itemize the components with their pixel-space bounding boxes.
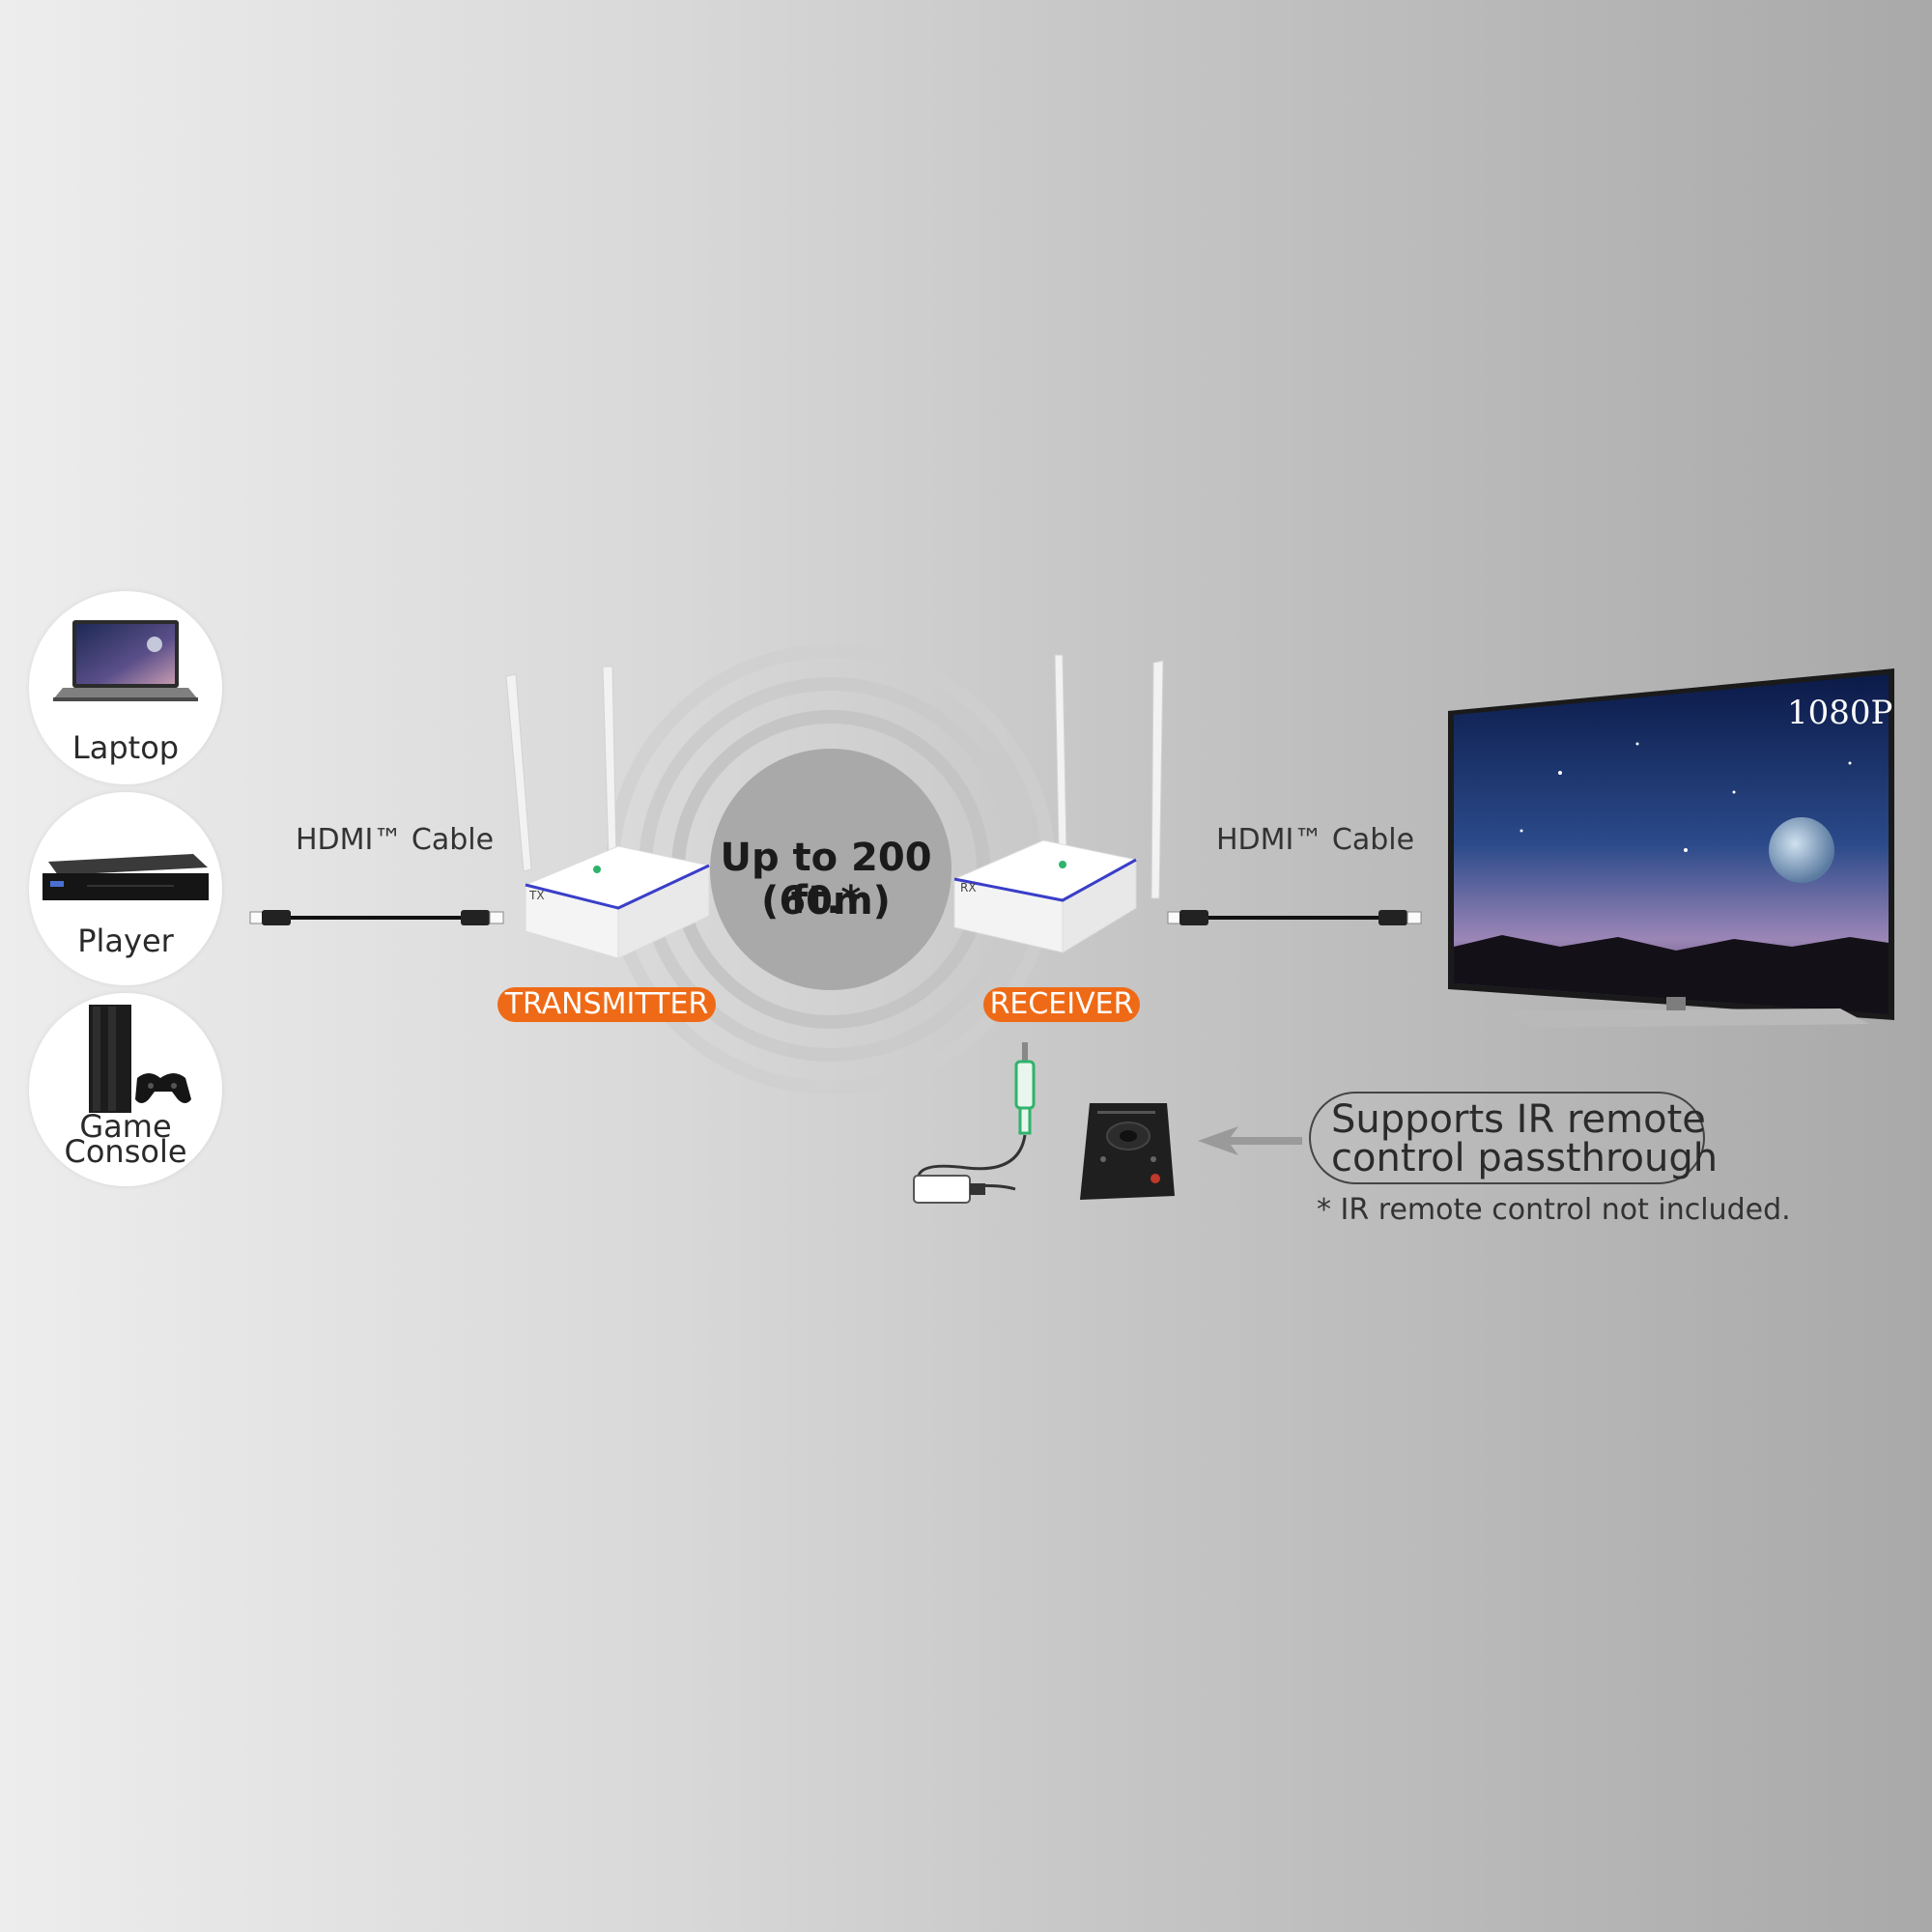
source-label-laptop: Laptop: [71, 729, 180, 766]
ir-sensor-cable: [913, 1042, 1036, 1204]
tv-display: [1448, 668, 1894, 1028]
transmitter-device: [505, 666, 711, 959]
receiver-model-mark: RX: [960, 881, 977, 895]
blu-ray-player-icon: [43, 854, 209, 900]
ir-support-line2: control passthrough: [1331, 1136, 1719, 1180]
right-cable-label: HDMI™ Cable: [1216, 823, 1415, 857]
remote-control-icon: [1080, 1103, 1175, 1200]
left-hdmi-cable: [249, 910, 504, 925]
receiver-device: [952, 654, 1164, 953]
laptop-icon: [53, 620, 198, 701]
left-cable-label: HDMI™ Cable: [296, 823, 495, 857]
source-laptop: Laptop: [29, 591, 222, 784]
source-game-console: Game Console: [29, 993, 222, 1186]
tv-resolution-label: 1080P: [1787, 694, 1893, 732]
transmitter-badge: TRANSMITTER: [497, 987, 716, 1022]
source-player: Player: [29, 792, 222, 985]
range-distance: Up to 200 ft.*: [720, 836, 932, 923]
ir-footnote: * IR remote control not included.: [1317, 1193, 1791, 1227]
ir-support-callout: [1309, 1092, 1705, 1184]
source-label-player: Player: [77, 923, 174, 959]
receiver-badge: RECEIVER: [983, 987, 1140, 1022]
arrow-left-icon: [1198, 1126, 1302, 1155]
right-hdmi-cable: [1167, 910, 1422, 925]
game-console-icon: [89, 1005, 191, 1113]
transmitter-model-mark: TX: [529, 889, 545, 902]
source-label-console: Console: [64, 1133, 187, 1170]
source-label-game: Game: [79, 1108, 172, 1145]
range-metric: (60m): [761, 879, 891, 923]
ir-support-line1: Supports IR remote: [1331, 1097, 1706, 1142]
